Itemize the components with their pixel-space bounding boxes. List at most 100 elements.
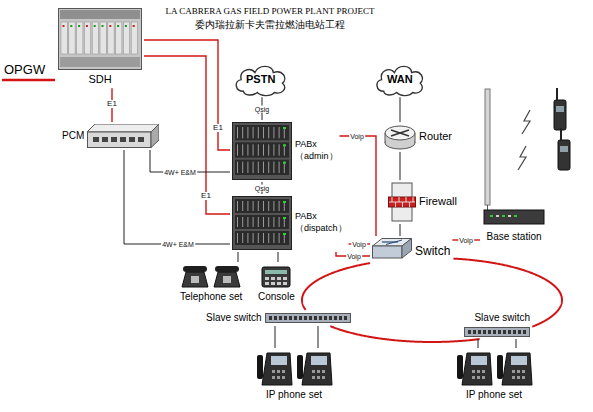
device-node: IP phone set [252, 348, 336, 403]
switch-port [344, 316, 347, 320]
sdh-led [94, 25, 96, 27]
pabx-led [283, 162, 286, 164]
sdh-card [116, 22, 122, 54]
ip-phone-key [512, 370, 515, 373]
text-group: Router [419, 130, 452, 143]
ipphones-icon [254, 350, 334, 386]
pabx-card [263, 162, 264, 173]
device-icon [454, 350, 534, 386]
device-node: Base station [480, 86, 548, 245]
switch-port [314, 316, 317, 320]
pabx-led [283, 217, 286, 219]
console-body [262, 267, 290, 287]
device-icon [232, 196, 292, 250]
node-label: Slave switch [206, 312, 262, 324]
sdh-led [125, 25, 127, 27]
link-line [400, 152, 401, 180]
pabx-shelf [235, 125, 289, 140]
pabx-card [242, 217, 243, 227]
ip-phone-key [282, 376, 285, 379]
sdh-led [86, 25, 88, 27]
device-icon [265, 313, 351, 323]
switch-port [478, 330, 481, 334]
switch-port [294, 316, 297, 320]
switch-port [319, 316, 322, 320]
device-icon [180, 264, 242, 288]
pabx-card [237, 162, 238, 173]
sdh-icon [58, 8, 142, 70]
pabx-card [247, 162, 248, 173]
pcm-top [87, 124, 159, 132]
pabx-cabinet [233, 123, 292, 180]
device-icon [58, 8, 142, 70]
device-icon [261, 264, 291, 288]
switch-port [284, 316, 287, 320]
pabx-card [263, 144, 264, 155]
text-group: Console [258, 291, 295, 303]
antenna-mast [485, 89, 490, 205]
pcm-port [93, 137, 99, 142]
pabx-card [268, 127, 269, 138]
ip-phone [257, 353, 292, 385]
ip-phone-key [317, 370, 320, 373]
switch-port [473, 330, 476, 334]
sdh-card [92, 22, 98, 54]
ip-phone-body [302, 353, 332, 385]
radio-antenna [560, 128, 562, 140]
pabx-card [253, 201, 254, 211]
base-station-led [514, 215, 517, 217]
pabx-led [283, 233, 286, 235]
node-label: Slave switch [474, 312, 530, 324]
sdh-card [69, 22, 75, 54]
switch-port [523, 330, 526, 334]
ip-phone-key [522, 370, 525, 373]
console-key [271, 282, 275, 285]
ip-phone-key [482, 376, 485, 379]
text-group: Slave switch [474, 312, 530, 324]
pcm-port [138, 137, 144, 142]
pabx-card [273, 233, 274, 243]
ip-phone-key [477, 370, 480, 373]
ip-phone-key [482, 370, 485, 373]
phone-body [214, 272, 240, 287]
sdh-card [84, 22, 90, 54]
radio-screen [560, 146, 568, 152]
phone-keypad [223, 276, 231, 283]
radio-signal [522, 110, 530, 134]
ip-phone-key [522, 376, 525, 379]
device-icon [87, 124, 159, 148]
pabx-led [283, 127, 286, 129]
pabx-card [279, 162, 280, 173]
switch-port [299, 316, 302, 320]
sdh-card [123, 22, 129, 54]
phone-handset [215, 266, 239, 272]
bar-icon [464, 327, 530, 337]
node-label: PCM [62, 130, 84, 142]
sdh-led [102, 25, 104, 27]
node-label: Router [419, 130, 452, 143]
pabx-card [247, 127, 248, 138]
phones-icon [180, 264, 242, 288]
ip-phone-screen [271, 356, 287, 365]
antenna-feed [487, 205, 488, 210]
cloud-node: PSTN [232, 62, 289, 97]
node-label: IP phone set [266, 389, 322, 401]
link-line [400, 97, 401, 122]
slave-switch-body [465, 328, 530, 337]
text-group: Telephone set [180, 291, 242, 303]
pcm-port [120, 137, 126, 142]
console-key [265, 282, 269, 285]
firewall-brick [389, 202, 415, 203]
radio-screen [556, 106, 564, 112]
pabx-card [268, 233, 269, 243]
pabx-card [242, 233, 243, 243]
radio-antenna [556, 88, 558, 100]
pabx-card [242, 127, 243, 138]
ring-link [453, 259, 562, 327]
link-line [238, 252, 239, 262]
opgw-line [2, 79, 55, 82]
console-icon [261, 264, 291, 288]
sdh-led [109, 25, 111, 27]
pabx-card [263, 127, 264, 138]
